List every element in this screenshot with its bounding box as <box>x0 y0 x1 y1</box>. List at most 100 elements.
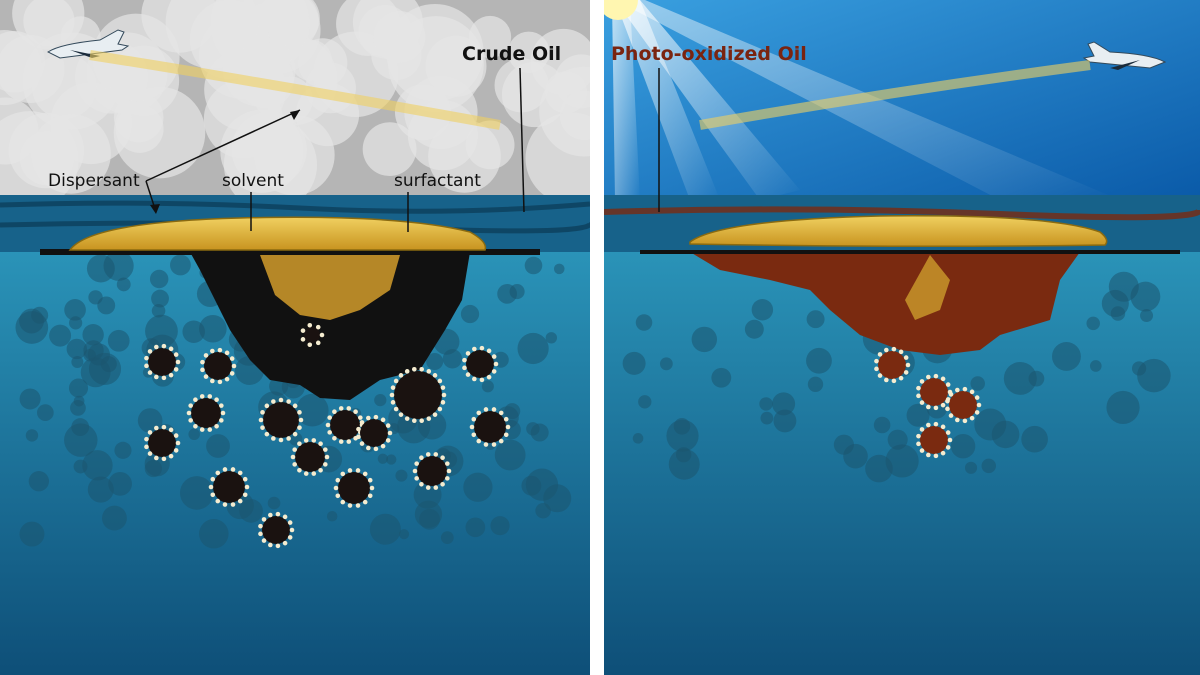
left-panel: Crude Oil Dispersant solvent surfactant <box>0 0 590 675</box>
background-droplet <box>179 476 214 510</box>
background-droplet <box>374 393 387 407</box>
background-droplet <box>73 459 88 474</box>
background-droplet <box>116 277 131 292</box>
background-droplet <box>773 409 797 433</box>
background-droplet <box>964 461 978 474</box>
background-droplet <box>981 458 996 474</box>
background-droplet <box>535 502 551 519</box>
oil-droplet <box>412 452 452 490</box>
background-droplet <box>28 471 50 492</box>
background-droplet <box>86 254 115 283</box>
background-droplet <box>772 392 796 416</box>
background-droplet <box>66 338 87 360</box>
background-droplet <box>182 320 205 344</box>
background-droplet <box>744 319 764 339</box>
background-droplet <box>1003 361 1037 395</box>
background-droplet <box>553 263 565 275</box>
background-droplet <box>417 411 447 440</box>
background-droplet <box>1106 390 1140 425</box>
background-droplet <box>68 378 89 398</box>
oil-droplet <box>945 386 982 424</box>
oil-droplet <box>144 343 181 381</box>
background-droplet <box>19 388 41 410</box>
right-panel: Photo-oxidized Oil <box>604 0 1200 675</box>
background-droplet <box>64 423 98 457</box>
background-droplet <box>525 468 559 501</box>
background-droplet <box>398 529 410 540</box>
cloud-puff <box>23 0 75 47</box>
oil-droplet <box>258 511 295 549</box>
cloud-puff <box>189 0 270 80</box>
background-droplet <box>1137 358 1171 393</box>
dispersant-slick <box>68 216 487 251</box>
background-droplet <box>1052 342 1081 371</box>
background-droplet <box>465 517 486 538</box>
background-droplet <box>1086 316 1100 331</box>
cloud-puff <box>220 109 304 193</box>
panel-divider <box>590 0 604 675</box>
background-droplet <box>36 404 54 421</box>
background-droplet <box>25 429 39 442</box>
background-droplet <box>691 326 718 353</box>
background-droplet <box>760 411 774 425</box>
background-droplet <box>545 332 558 344</box>
background-droplet <box>666 419 699 452</box>
background-droplet <box>885 444 919 478</box>
background-droplet <box>668 448 700 480</box>
oil-droplet <box>874 346 911 384</box>
background-droplet <box>100 356 117 373</box>
background-droplet <box>88 290 103 305</box>
cloud-puff <box>545 71 588 114</box>
crude-oil-title: Crude Oil <box>462 43 561 65</box>
oil-droplet <box>462 345 499 383</box>
background-droplet <box>149 269 169 289</box>
background-droplet <box>73 395 85 407</box>
airplane-icon <box>1082 41 1167 70</box>
background-droplet <box>151 289 169 308</box>
sun-icon <box>604 0 638 20</box>
background-droplet <box>460 304 480 324</box>
background-droplet <box>69 316 83 330</box>
dispersant-slick <box>689 215 1108 248</box>
background-droplet <box>19 521 45 547</box>
background-droplet <box>481 380 494 393</box>
photo-oxidized-oil-title: Photo-oxidized Oil <box>611 43 807 65</box>
background-droplet <box>711 367 732 388</box>
background-droplet <box>102 505 127 531</box>
background-droplet <box>659 357 673 371</box>
oil-droplet <box>200 347 237 385</box>
background-droplet <box>517 332 549 365</box>
background-droplet <box>632 433 644 444</box>
background-droplet <box>970 376 985 391</box>
background-droplet <box>1101 289 1129 317</box>
background-droplet <box>873 416 891 434</box>
background-droplet <box>64 299 86 321</box>
cloud-puff <box>373 10 426 63</box>
background-droplet <box>526 422 540 436</box>
background-droplet <box>151 303 166 318</box>
oil-droplet <box>389 366 447 424</box>
background-droplet <box>906 403 930 427</box>
background-droplet <box>1089 360 1102 372</box>
background-droplet <box>137 408 163 433</box>
background-droplet <box>326 511 338 522</box>
cloud-puff <box>290 39 332 82</box>
oil-droplet <box>208 467 250 507</box>
background-droplet <box>108 472 132 496</box>
background-droplet <box>377 453 389 464</box>
background-droplet <box>635 314 653 331</box>
oil-droplet <box>356 414 393 452</box>
background-droplet <box>751 299 774 321</box>
background-droplet <box>82 324 104 346</box>
background-droplet <box>49 324 72 347</box>
oil-droplet <box>186 394 226 432</box>
background-droplet <box>369 513 401 545</box>
background-droplet <box>974 408 1007 441</box>
background-droplet <box>395 469 408 482</box>
crude-oil-droplets <box>144 322 511 549</box>
background-droplet <box>15 311 49 344</box>
oil-droplet <box>144 424 181 462</box>
surfactant-label: surfactant <box>394 171 481 191</box>
